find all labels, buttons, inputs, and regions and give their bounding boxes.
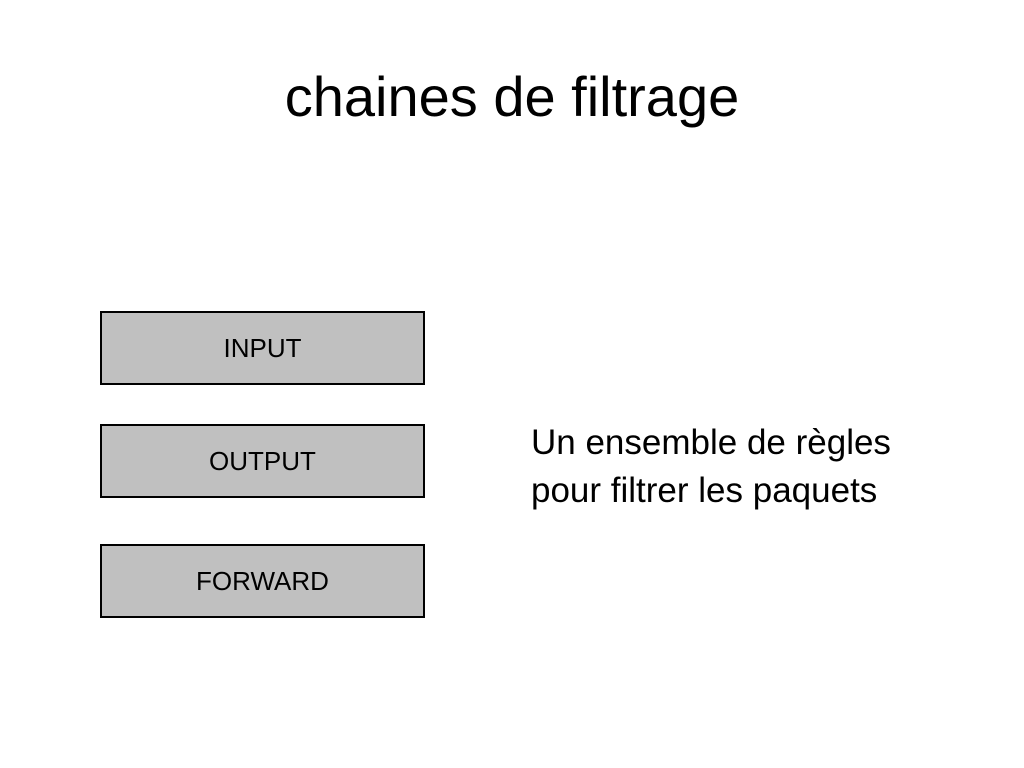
description-line-1: Un ensemble de règles — [531, 423, 891, 462]
chain-box-output: OUTPUT — [100, 424, 425, 498]
chain-box-forward: FORWARD — [100, 544, 425, 618]
description-line-2: pour filtrer les paquets — [531, 471, 878, 510]
description-text: Un ensemble de règles pour filtrer les p… — [531, 419, 1011, 515]
slide-title: chaines de filtrage — [284, 65, 740, 128]
chain-box-input: INPUT — [100, 311, 425, 385]
